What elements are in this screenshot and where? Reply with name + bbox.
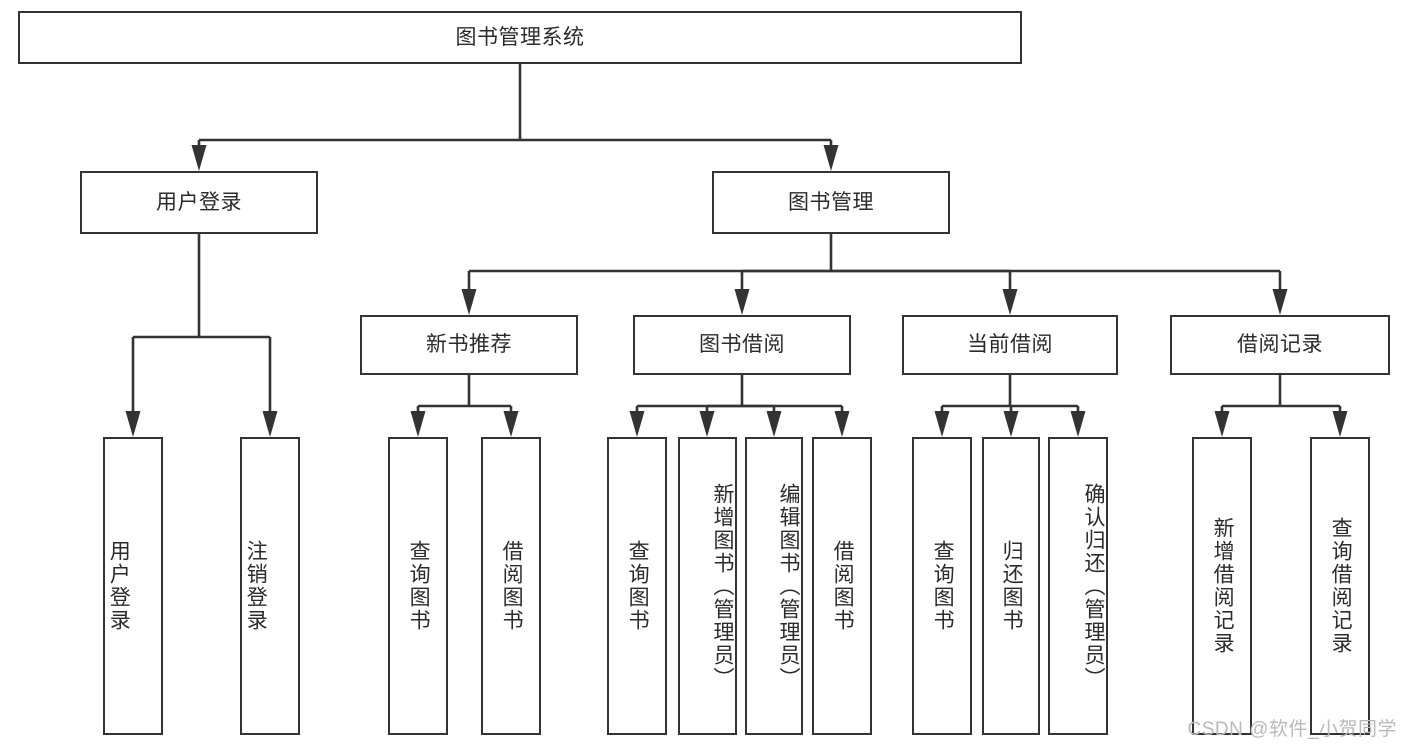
node-label: 查询图书: [407, 540, 431, 632]
arrowhead: [1272, 289, 1288, 315]
node-t1-login[interactable]: 用户登录: [80, 171, 318, 234]
edge-t1-book-to-t2-borrow: [734, 269, 831, 315]
node-l-b2[interactable]: 借阅图书: [812, 437, 872, 735]
edge-t2-borrow-to-l-b2: [742, 404, 850, 437]
arrowhead: [461, 289, 477, 315]
node-label: 新书推荐: [426, 333, 512, 357]
edge-t2-borrow-to-l-add: [699, 404, 742, 437]
edge-t2-borrow-to-l-edit: [742, 404, 782, 437]
arrowhead: [823, 145, 839, 171]
edge-t2-cur-to-l-conf: [1010, 404, 1086, 437]
edge-t2-rec-to-l-qrec: [1280, 404, 1348, 437]
node-label: 编辑图书（管理员）: [777, 482, 800, 690]
arrowhead: [410, 411, 426, 437]
arrowhead: [1003, 411, 1019, 437]
arrowhead: [834, 411, 850, 437]
node-label: 借阅图书: [831, 540, 855, 632]
node-label: 查询借阅记录: [1329, 517, 1353, 655]
node-label: 注销登录: [244, 540, 268, 632]
node-label: 用户登录: [107, 540, 131, 632]
node-label: 图书管理系统: [455, 25, 585, 49]
arrowhead: [1332, 411, 1348, 437]
node-label: 用户登录: [156, 190, 242, 214]
node-label: 查询图书: [931, 540, 955, 632]
edge-t1-book-to-t2-cur: [831, 269, 1018, 315]
edge-t1-login-to-l-logout: [199, 335, 278, 437]
edge-t2-new-to-l-q1: [410, 375, 471, 437]
node-t2-new[interactable]: 新书推荐: [360, 315, 578, 375]
arrowhead: [1214, 411, 1230, 437]
node-label: 当前借阅: [967, 333, 1053, 357]
node-l-add[interactable]: 新增图书（管理员）: [678, 437, 737, 735]
node-label: 确认归还（管理员）: [1082, 482, 1105, 690]
node-l-ret[interactable]: 归还图书: [982, 437, 1040, 735]
node-l-logout[interactable]: 注销登录: [240, 437, 300, 735]
arrowhead: [734, 289, 750, 315]
node-l-login[interactable]: 用户登录: [103, 437, 163, 735]
node-l-q1[interactable]: 查询图书: [388, 437, 448, 735]
edge-t1-book-to-t2-new: [461, 234, 833, 315]
node-label: 借阅记录: [1237, 333, 1323, 357]
edge-t2-rec-to-l-addrec: [1214, 375, 1282, 437]
arrowhead: [1070, 411, 1086, 437]
node-root[interactable]: 图书管理系统: [18, 11, 1022, 64]
edge-t2-cur-to-l-ret: [1003, 404, 1019, 437]
node-l-conf[interactable]: 确认归还（管理员）: [1048, 437, 1108, 735]
arrowhead: [191, 145, 207, 171]
edge-t2-new-to-l-b1: [469, 404, 519, 437]
edge-t2-cur-to-l-q3: [934, 375, 1012, 437]
edge-root-to-t1-login: [191, 64, 522, 171]
arrowhead: [934, 411, 950, 437]
node-label: 新增图书（管理员）: [711, 482, 734, 690]
node-label: 借阅图书: [500, 540, 524, 632]
arrowhead: [1002, 289, 1018, 315]
node-l-addrec[interactable]: 新增借阅记录: [1192, 437, 1252, 735]
node-t2-cur[interactable]: 当前借阅: [902, 315, 1118, 375]
node-l-qrec[interactable]: 查询借阅记录: [1310, 437, 1370, 735]
edge-t1-book-to-t2-rec: [831, 269, 1288, 315]
edge-root-to-t1-book: [520, 138, 839, 171]
node-label: 归还图书: [1000, 540, 1024, 632]
arrowhead: [629, 411, 645, 437]
node-l-edit[interactable]: 编辑图书（管理员）: [745, 437, 803, 735]
arrowhead: [262, 411, 278, 437]
node-label: 新增借阅记录: [1211, 517, 1235, 655]
edge-t1-login-to-l-login: [125, 234, 201, 437]
node-l-q2[interactable]: 查询图书: [607, 437, 667, 735]
node-t2-rec[interactable]: 借阅记录: [1170, 315, 1390, 375]
arrowhead: [125, 411, 141, 437]
node-l-b1[interactable]: 借阅图书: [481, 437, 541, 735]
node-t2-borrow[interactable]: 图书借阅: [633, 315, 851, 375]
node-label: 图书管理: [788, 190, 874, 214]
node-l-q3[interactable]: 查询图书: [912, 437, 972, 735]
node-label: 查询图书: [626, 540, 650, 632]
arrowhead: [766, 411, 782, 437]
arrowhead: [503, 411, 519, 437]
arrowhead: [699, 411, 715, 437]
node-label: 图书借阅: [699, 333, 785, 357]
node-t1-book[interactable]: 图书管理: [712, 171, 950, 234]
